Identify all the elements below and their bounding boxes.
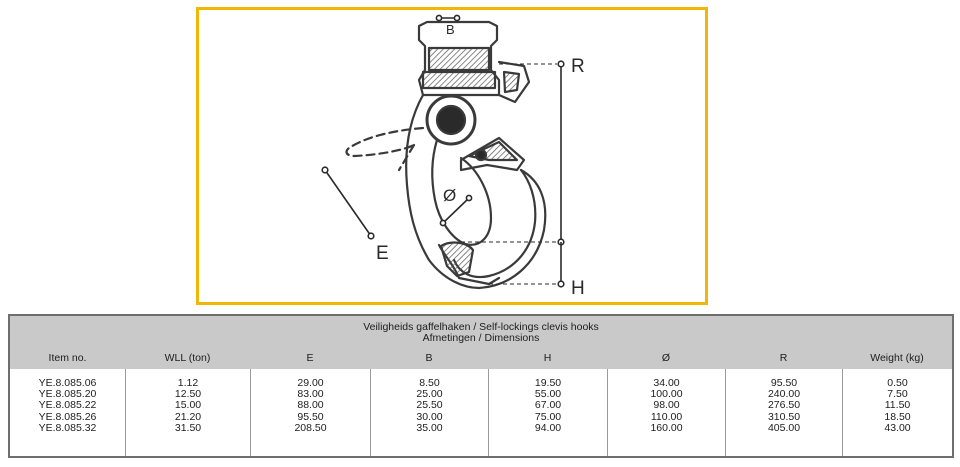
table-cell: 8.50: [419, 377, 440, 389]
table-cell: 110.00: [650, 410, 683, 423]
table-cell: 94.00: [534, 421, 562, 434]
table-column-e: 29.00 83.00 88.00 95.50 208.50: [250, 369, 370, 456]
table-cell: 88.00: [297, 399, 324, 412]
table-cell: 31.50: [174, 421, 202, 434]
table-title-line-2: Afmetingen / Dimensions: [422, 332, 540, 344]
column-headers: Item no. WLL (ton) E B H Ø R Weight (kg): [10, 352, 952, 364]
table-column-b: 8.50 25.00 25.50 30.00 35.00: [370, 369, 488, 456]
table-cell: 160.00: [650, 421, 683, 434]
table-cell: 95.50: [770, 377, 798, 389]
table-body: YE.8.085.06 YE.8.085.20 YE.8.085.22 YE.8…: [10, 369, 952, 456]
table-cell: 67.00: [534, 399, 562, 412]
table-cell: 95.50: [297, 410, 324, 423]
table-cell: 11.50: [884, 399, 911, 412]
table-cell: 208.50: [294, 421, 327, 434]
table-cell: 405.00: [767, 421, 801, 434]
table-cell: 35.00: [416, 421, 443, 434]
table-cell: 18.50: [884, 410, 911, 423]
table-cell: 310.50: [767, 410, 801, 423]
table-column-wll: 1.12 12.50 15.00 21.20 31.50: [125, 369, 250, 456]
table-cell: 0.50: [887, 377, 908, 389]
table-column-r: 95.50 240.00 276.50 310.50 405.00: [725, 369, 842, 456]
table-cell: 29.00: [297, 377, 324, 389]
dimensions-table: Veiligheids gaffelhaken / Self-lockings …: [8, 314, 954, 458]
table-cell: YE.8.085.32: [38, 421, 97, 434]
table-cell: 25.00: [416, 388, 443, 401]
table-cell: 7.50: [887, 388, 908, 401]
table-cell: 100.00: [650, 388, 683, 401]
column-header-e: E: [306, 352, 314, 364]
table-cell: YE.8.085.26: [38, 410, 97, 423]
hook-drawing-frame: B R H E Ø: [196, 7, 708, 305]
dimension-label-r: R: [571, 56, 585, 77]
table-cell: 276.50: [767, 399, 801, 412]
table-cell: 43.00: [884, 421, 911, 434]
dimension-label-diameter: Ø: [443, 186, 457, 205]
table-cell: 34.00: [653, 377, 680, 389]
table-cell: YE.8.085.22: [38, 399, 97, 412]
column-header-r: R: [779, 352, 788, 364]
table-title-line-1: Veiligheids gaffelhaken / Self-lockings …: [363, 321, 599, 333]
table-cell: 55.00: [534, 388, 562, 401]
table-cell: YE.8.085.06: [38, 377, 97, 389]
table-cell: YE.8.085.20: [38, 388, 97, 401]
column-header-h: H: [543, 352, 552, 364]
table-title: Veiligheids gaffelhaken / Self-lockings …: [10, 322, 952, 344]
column-header-wll: WLL (ton): [164, 352, 211, 364]
table-column-item-no: YE.8.085.06 YE.8.085.20 YE.8.085.22 YE.8…: [10, 369, 125, 456]
table-cell: 30.00: [416, 410, 443, 423]
column-header-weight: Weight (kg): [870, 352, 924, 364]
table-cell: 75.00: [534, 410, 562, 423]
column-header-b: B: [425, 352, 433, 364]
column-header-item-no: Item no.: [48, 352, 87, 364]
table-column-diameter: 34.00 100.00 98.00 110.00 160.00: [607, 369, 725, 456]
table-cell: 25.50: [416, 399, 443, 412]
column-header-diameter: Ø: [661, 352, 671, 364]
table-cell: 98.00: [653, 399, 680, 412]
table-column-weight: 0.50 7.50 11.50 18.50 43.00: [842, 369, 952, 456]
table-column-h: 19.50 55.00 67.00 75.00 94.00: [488, 369, 607, 456]
table-cell: 1.12: [177, 377, 199, 389]
table-cell: 83.00: [297, 388, 324, 401]
table-cell: 19.50: [534, 377, 562, 389]
dimension-label-e: E: [376, 243, 389, 264]
table-cell: 15.00: [174, 399, 202, 412]
clevis-hook-drawing: [321, 14, 565, 290]
dimension-label-b: B: [446, 22, 455, 37]
table-cell: 21.20: [174, 410, 202, 423]
table-cell: 12.50: [174, 388, 202, 401]
dimension-label-h: H: [571, 278, 585, 299]
table-cell: 240.00: [767, 388, 801, 401]
table-header: Veiligheids gaffelhaken / Self-lockings …: [10, 316, 952, 369]
